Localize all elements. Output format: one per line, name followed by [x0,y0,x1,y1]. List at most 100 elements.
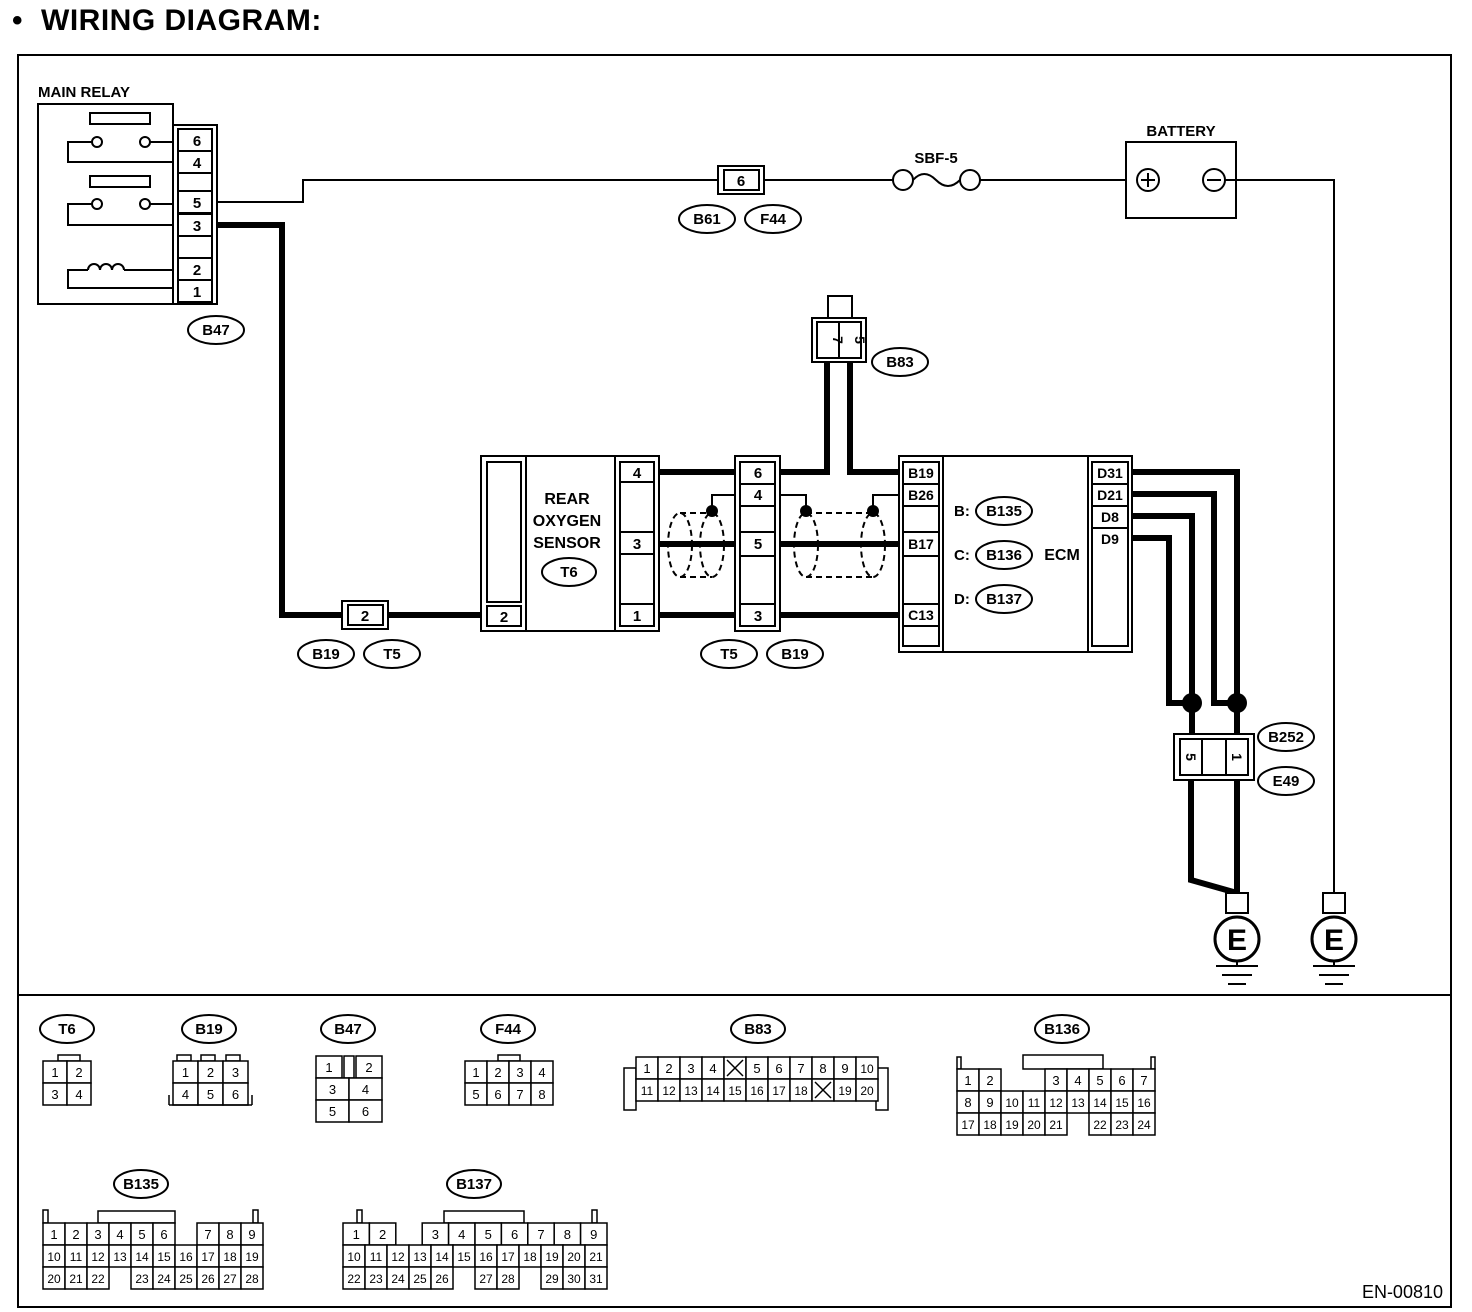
t5-mid-tag: T5 [700,639,758,669]
pin-cell: 2 [365,1060,372,1075]
pin-cell: 19 [838,1084,852,1098]
pin-cell: 6 [494,1087,501,1102]
pin-cell: 11 [370,1250,383,1264]
b19-left-tag-text: B19 [312,646,340,663]
ground-2-label: E [1324,924,1344,957]
pin-cell: 11 [641,1084,654,1098]
ecm-pin-c13: C13 [908,607,934,623]
pin-cell: 7 [1140,1073,1147,1088]
wire-mid6-to-b83-7 [780,362,830,475]
shield-1-node [706,505,718,517]
ecm-pin-b19: B19 [908,465,934,481]
fuse-sbf5 [892,169,981,191]
pin-cell: 9 [986,1095,993,1110]
pin-cell: 28 [501,1272,515,1286]
pin-cell: 4 [458,1227,465,1242]
pin-cell: 2 [379,1227,386,1242]
pin-cell: 4 [116,1227,123,1242]
pin-cell: 4 [709,1061,716,1076]
b61-tag: B61 [678,204,736,234]
sensor-label-line-3: SENSOR [533,535,601,552]
ecm-conn-b135: B135 [986,503,1022,520]
mid-pin-5: 5 [754,536,762,553]
pin-cell: 2 [72,1227,79,1242]
pin-cell: 31 [589,1272,603,1286]
pin-cell: 20 [860,1084,874,1098]
pin-cell: 18 [523,1250,537,1264]
ecm-pin-d21: D21 [1097,487,1123,503]
mid-pin-3: 3 [754,608,762,625]
wire-joint-to-ground-left [1188,780,1238,896]
pin-cell: 2 [986,1073,993,1088]
pin-cell: 12 [91,1250,105,1264]
pin-cell: 15 [728,1084,742,1098]
pin-cell: 21 [1049,1118,1063,1132]
connector-view-tag: B83 [744,1021,772,1038]
pin-cell: 6 [160,1227,167,1242]
pin-cell: 10 [47,1250,61,1264]
ecm-conn-b137: B137 [986,591,1022,608]
pin-cell: 26 [435,1272,449,1286]
shield-2-node-right [867,505,879,517]
pin-cell: 19 [245,1250,259,1264]
sensor-label-line-2: OXYGEN [533,513,601,530]
b19-mid-tag: B19 [766,639,824,669]
pin-cell: 10 [860,1062,874,1076]
ecm-prefix-d: D: [954,591,970,608]
pin-cell: 5 [138,1227,145,1242]
pin-cell: 1 [182,1065,189,1080]
t5-left-tag-text: T5 [383,646,401,663]
pin-cell: 16 [750,1084,764,1098]
connector-b61-f44: 6 [717,165,765,195]
pin-cell: 9 [590,1227,597,1242]
pin-cell: 25 [179,1272,193,1286]
pin-cell: 14 [435,1250,449,1264]
relay-contact-1 [67,112,175,163]
pin-cell: 1 [472,1065,479,1080]
pin-cell: 6 [775,1061,782,1076]
pin-cell: 12 [1049,1096,1063,1110]
sensor-id-tag: T6 [560,564,578,581]
pin-cell: 22 [347,1272,361,1286]
pin-cell: 4 [362,1082,369,1097]
pin-cell: 1 [325,1060,332,1075]
heading-title: WIRING DIAGRAM: [41,4,322,37]
pin-cell: 10 [1005,1096,1019,1110]
pin-cell: 17 [501,1250,515,1264]
pin-cell: 18 [794,1084,808,1098]
pin-cell: 6 [232,1087,239,1102]
pin-cell: 22 [91,1272,105,1286]
pin-cell: 8 [964,1095,971,1110]
connector-b19-t5-left: 2 [341,600,389,630]
wire-d9 [1132,535,1192,706]
pin-cell: 19 [1005,1118,1019,1132]
main-relay-label: MAIN RELAY [38,84,130,101]
pin-cell: 5 [485,1227,492,1242]
pin-cell: 9 [841,1061,848,1076]
pin-cell: 7 [797,1061,804,1076]
pin-cell: 8 [538,1087,545,1102]
pin-cell: 18 [223,1250,237,1264]
pin-cell: 17 [201,1250,215,1264]
pin-cell: 20 [1027,1118,1041,1132]
pin-cell: 13 [684,1084,698,1098]
b19-mid-tag-text: B19 [781,646,809,663]
pin-cell: 14 [1093,1096,1107,1110]
pin-cell: 19 [545,1250,559,1264]
b19-left-tag: B19 [297,639,355,669]
pin-cell: 1 [353,1227,360,1242]
e49-tag-text: E49 [1273,773,1300,790]
rear-oxygen-sensor: 2 REAR OXYGEN SENSOR T6 4 3 1 [480,455,660,632]
sensor-pin-3: 3 [633,536,641,553]
pin-cell: 16 [1137,1096,1151,1110]
ecm-pin-d31: D31 [1097,465,1123,481]
b83-tag-text: B83 [886,354,914,371]
wire-relay-to-battery [216,179,722,203]
pin-cell: 28 [245,1272,259,1286]
pin-cell: 13 [113,1250,127,1264]
